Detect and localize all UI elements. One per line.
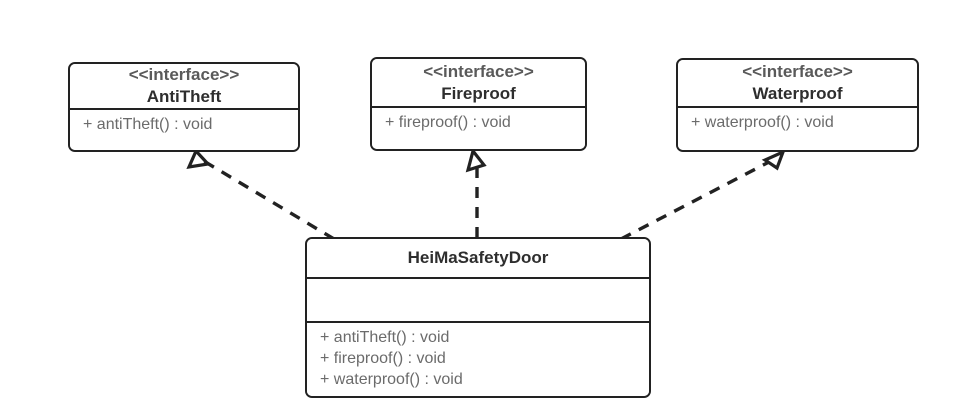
fireproof-stereotype: <<interface>> xyxy=(423,61,534,81)
realization-waterproof-line xyxy=(620,160,770,241)
antitheft-name: AntiTheft xyxy=(146,87,222,106)
waterproof-stereotype: <<interface>> xyxy=(742,62,853,81)
heimasafetydoor-operation-0: + antiTheft() : void xyxy=(320,329,450,346)
fireproof-operations: + fireproof() : void xyxy=(372,108,585,149)
realization-antitheft-arrowhead xyxy=(186,148,212,170)
heimasafetydoor-operations: + antiTheft() : void + fireproof() : voi… xyxy=(307,323,649,396)
waterproof-operations: + waterproof() : void xyxy=(678,108,917,150)
heimasafetydoor-name: HeiMaSafetyDoor xyxy=(407,248,549,267)
fireproof-header: <<interface>> Fireproof xyxy=(372,59,585,108)
fireproof-name: Fireproof xyxy=(441,83,516,103)
realization-fireproof-arrowhead xyxy=(465,147,487,173)
waterproof-operation-0: + waterproof() : void xyxy=(691,114,834,131)
realization-waterproof[interactable] xyxy=(620,148,786,241)
heimasafetydoor-attributes xyxy=(307,279,649,323)
uml-interface-fireproof[interactable]: <<interface>> Fireproof + fireproof() : … xyxy=(370,57,587,151)
realization-antitheft[interactable] xyxy=(186,148,335,241)
heimasafetydoor-header: HeiMaSafetyDoor xyxy=(307,239,649,279)
uml-class-heimasafetydoor[interactable]: HeiMaSafetyDoor + antiTheft() : void + f… xyxy=(305,237,651,398)
waterproof-header: <<interface>> Waterproof xyxy=(678,60,917,108)
realization-fireproof[interactable] xyxy=(465,147,487,238)
antitheft-header: <<interface>> AntiTheft xyxy=(70,64,298,110)
heimasafetydoor-operation-1: + fireproof() : void xyxy=(320,350,446,367)
antitheft-stereotype: <<interface>> xyxy=(128,65,240,84)
realization-waterproof-arrowhead xyxy=(761,148,786,171)
realization-antitheft-line xyxy=(201,158,335,241)
antitheft-operation-0: + antiTheft() : void xyxy=(83,116,213,133)
heimasafetydoor-operation-2: + waterproof() : void xyxy=(320,371,463,388)
uml-interface-waterproof[interactable]: <<interface>> Waterproof + waterproof() … xyxy=(676,58,919,152)
waterproof-name: Waterproof xyxy=(752,84,843,103)
fireproof-operation-0: + fireproof() : void xyxy=(385,114,511,131)
uml-interface-antitheft[interactable]: <<interface>> AntiTheft + antiTheft() : … xyxy=(68,62,300,152)
antitheft-operations: + antiTheft() : void xyxy=(70,110,298,150)
